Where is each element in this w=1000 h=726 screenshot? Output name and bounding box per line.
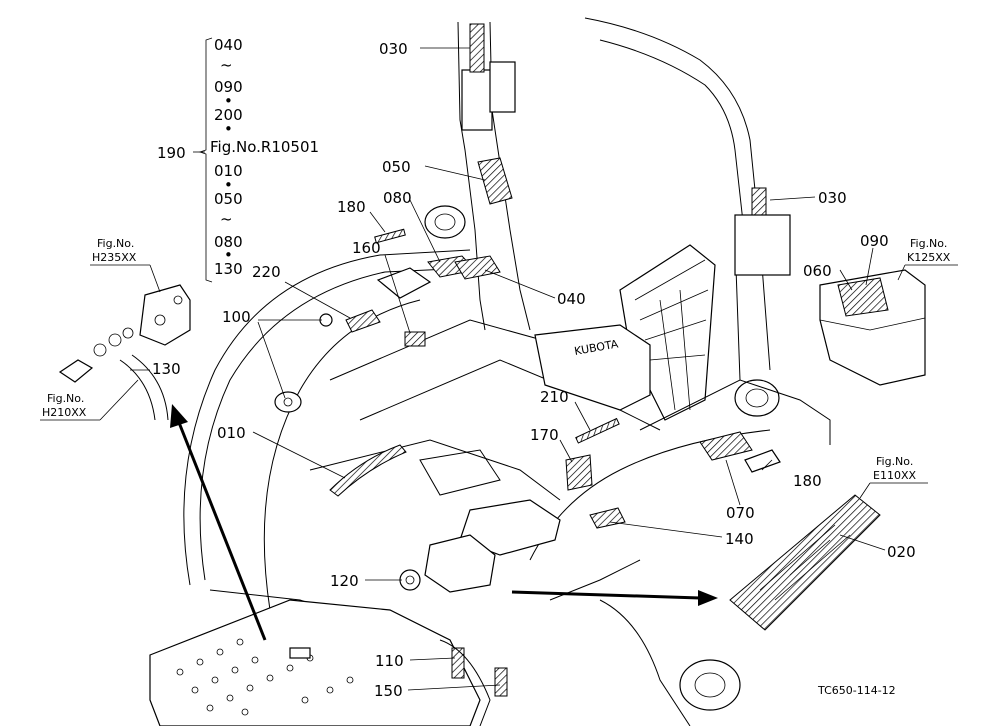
decal-140 [589,507,626,529]
callout-030-right: 030 [818,189,847,207]
callout-050: 050 [382,158,411,176]
decal-170 [565,454,593,491]
decal-050 [477,157,513,205]
callout-090: 090 [860,232,889,250]
callout-160: 160 [352,239,381,257]
callout-120: 120 [330,572,359,590]
decal-070 [699,431,753,461]
range-item: • [224,246,233,264]
range-item: 080 [214,233,243,251]
range-item: 090 [214,78,243,96]
callout-220: 220 [252,263,281,281]
range-item: 050 [214,190,243,208]
decal-010 [329,444,407,497]
decal-180-top [374,228,406,244]
decal-040 [454,255,501,280]
arrow-to-valve [176,419,267,641]
decal-030-top [469,23,485,73]
range-item: ~ [220,56,233,74]
callout-100: 100 [222,308,251,326]
decal-210 [575,417,620,444]
fig-ref-e110-code: E110XX [873,469,916,482]
callout-140: 140 [725,530,754,548]
callout-180-top: 180 [337,198,366,216]
fig-ref-h235-label: Fig.No. [97,237,134,250]
decal-220 [345,309,381,333]
range-item: • [224,120,233,138]
callout-210: 210 [540,388,569,406]
range-item: 130 [214,260,243,278]
direction-arrows [170,404,718,641]
callout-190: 190 [157,144,186,162]
callout-170: 170 [530,426,559,444]
fig-ref-k125-label: Fig.No. [910,237,947,250]
callout-020: 020 [887,543,916,561]
arrow-to-step [511,590,701,600]
callout-070: 070 [726,504,755,522]
decal-160 [404,331,426,347]
decal-090 [837,277,889,317]
fig-references: Fig.No. H235XX Fig.No. H210XX Fig.No. K1… [42,237,951,482]
range-item: Fig.No.R10501 [210,138,319,156]
leader-lines [40,37,958,691]
decal-150 [494,667,508,697]
callout-150: 150 [374,682,403,700]
callout-180-right: 180 [793,472,822,490]
range-item: ~ [220,210,233,228]
fig-ref-h210-code: H210XX [42,406,87,419]
range-list: 040 ~ 090 • 200 • Fig.No.R10501 010 • 05… [210,36,319,278]
fig-ref-e110-label: Fig.No. [876,455,913,468]
callout-labels: 030 030 050 080 180 160 220 100 040 090 … [152,40,916,700]
callout-130: 130 [152,360,181,378]
range-item: • [224,92,233,110]
deck-holes [176,638,354,716]
range-item: 040 [214,36,243,54]
drawing-code: TC650-114-12 [817,684,896,697]
callout-080: 080 [383,189,412,207]
callout-010: 010 [217,424,246,442]
callout-060: 060 [803,262,832,280]
callout-030-top: 030 [379,40,408,58]
fig-ref-h235-code: H235XX [92,251,137,264]
drawing-body: KUBOTA [58,17,926,726]
range-item: 200 [214,106,243,124]
callout-040: 040 [557,290,586,308]
fig-ref-k125-code: K125XX [907,251,951,264]
decal-020 [729,494,881,631]
range-item: • [224,176,233,194]
callout-110: 110 [375,652,404,670]
range-item: 010 [214,162,243,180]
fig-ref-h210-label: Fig.No. [47,392,84,405]
decal-110 [451,647,465,679]
